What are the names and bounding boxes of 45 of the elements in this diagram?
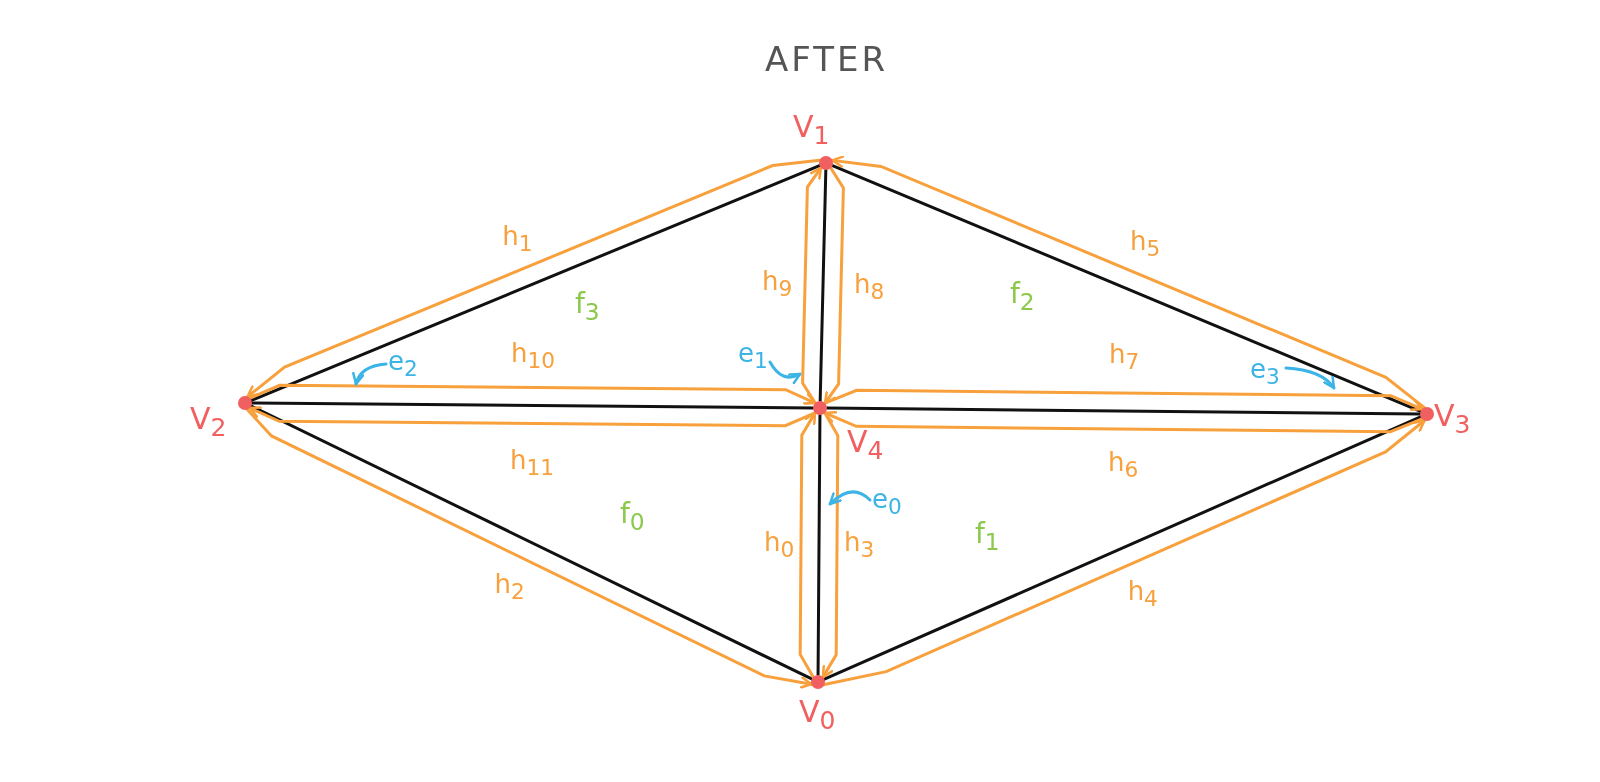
edge-label: h$_{7}$ [1109, 341, 1140, 373]
mesh-edge [825, 406, 1422, 416]
edge-label: h$_{4}$ [1127, 577, 1158, 610]
vertex-dot [238, 396, 252, 410]
edge-label: h$_{10}$ [510, 339, 555, 372]
edge-label: h$_{1}$ [502, 222, 533, 255]
edge-label: h$_{2}$ [494, 571, 525, 604]
edge-label: h$_{3}$ [844, 529, 875, 562]
edge-label: h$_{11}$ [510, 447, 555, 480]
edge-label: h$_{9}$ [762, 268, 793, 301]
mesh-edge [818, 168, 828, 403]
edge-label: h$_{0}$ [764, 528, 795, 561]
vertex-label: V$_{4}$ [847, 427, 884, 463]
half-edge-arrow [823, 411, 1424, 434]
pointer-arrow [1284, 366, 1336, 390]
edge-pointer-label: e$_{1}$ [738, 340, 768, 372]
mesh-edge [816, 413, 822, 677]
edge-label: h$_{8}$ [854, 270, 885, 303]
half-edge-arrow [798, 411, 817, 679]
pointer-arrow [768, 360, 802, 385]
vertex-dot [819, 156, 833, 170]
diagram-title: AFTER [765, 42, 889, 76]
vertex-dot [811, 675, 825, 689]
face-label: f$_{1}$ [975, 520, 1000, 554]
vertex-label: V$_{0}$ [799, 697, 836, 733]
edge-pointer-label: e$_{0}$ [872, 486, 902, 518]
half-edge-arrow [801, 166, 823, 405]
edge-pointer-label: e$_{3}$ [1250, 356, 1280, 388]
edge-label: h$_{6}$ [1107, 449, 1139, 481]
face-label: f$_{3}$ [575, 290, 600, 324]
edge-label: h$_{5}$ [1130, 228, 1161, 261]
vertex-label: V$_{2}$ [190, 404, 227, 440]
pointer-arrow [352, 362, 388, 386]
vertex-dot [1420, 407, 1434, 421]
vertex-label: V$_{3}$ [1434, 401, 1471, 437]
half-edge-arrow [248, 383, 817, 405]
face-label: f$_{0}$ [620, 500, 645, 534]
pointer-arrow [828, 490, 872, 506]
vertex-label: V$_{1}$ [793, 112, 830, 148]
edge-pointer-label: e$_{2}$ [388, 348, 418, 380]
half-edge-arrow [821, 411, 840, 679]
mesh-edge [250, 401, 815, 410]
half-edge-arrow [823, 166, 845, 405]
half-edge-arrow [248, 406, 817, 428]
face-label: f$_{2}$ [1010, 280, 1035, 314]
